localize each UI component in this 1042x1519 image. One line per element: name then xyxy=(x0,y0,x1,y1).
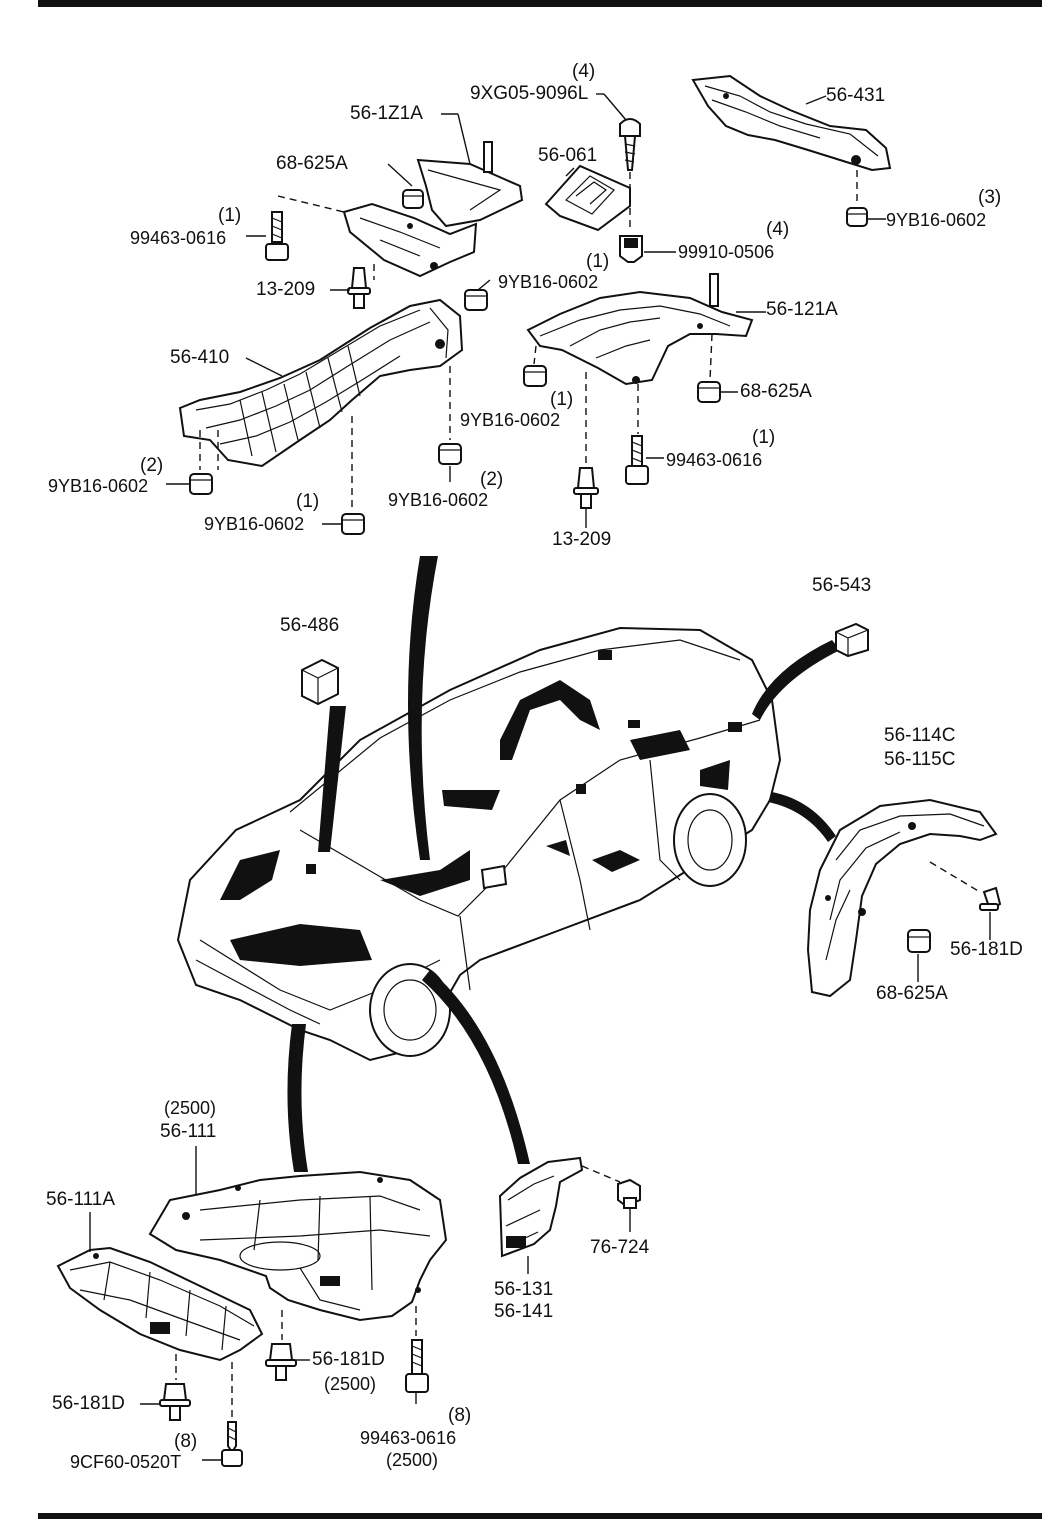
nut-68-625a-top xyxy=(402,189,424,209)
part-56-410-heat-shield xyxy=(178,298,464,468)
part-number-76-724: 76-724 xyxy=(590,1237,650,1258)
part-number-56-115c: 56-115C xyxy=(884,749,956,770)
part-number-9yb16-0602-left: 9YB16-0602 xyxy=(48,476,149,496)
clip-56-181d-center xyxy=(265,1343,297,1381)
part-56-431-heat-shield xyxy=(691,74,892,172)
part-number-68-625a-right: 68-625A xyxy=(740,381,812,402)
qty-8-screw: (8) xyxy=(174,1431,198,1452)
nut-9yb16-right-bracket xyxy=(523,365,547,387)
bolt-99463-right xyxy=(625,435,649,485)
qty-4-clip: (4) xyxy=(766,219,790,240)
part-56-543-block xyxy=(835,622,869,658)
part-number-13-209-top: 13-209 xyxy=(256,279,316,300)
clip-76-724 xyxy=(617,1178,641,1209)
screw-9cf60-0520t xyxy=(221,1421,243,1467)
clip-13-209-top xyxy=(347,267,371,309)
pointer-sweep-2 xyxy=(318,706,346,852)
part-number-68-625a-top: 68-625A xyxy=(276,153,348,174)
part-56-486-block xyxy=(301,658,339,706)
nut-9yb16-bottom xyxy=(341,513,365,535)
part-number-9yb16-0602-top-right: 9YB16-0602 xyxy=(886,210,987,230)
part-56-131-splash-shield xyxy=(498,1156,584,1258)
part-number-9yb16-0602-bottom: 9YB16-0602 xyxy=(204,514,305,534)
bolt-99463-top xyxy=(265,211,289,261)
part-number-9cf60-0520t: 9CF60-0520T xyxy=(70,1452,182,1472)
part-number-68-625a-liner: 68-625A xyxy=(876,983,948,1004)
part-number-99463-0616-bottom: 99463-0616 xyxy=(360,1428,457,1448)
nut-9yb16-left xyxy=(189,473,213,495)
pointer-sweep-6 xyxy=(422,970,530,1164)
part-number-56-1z1a: 56-1Z1A xyxy=(350,103,423,124)
qty-8-bolt: (8) xyxy=(448,1405,472,1426)
nut-68-625a-liner xyxy=(907,929,931,953)
part-number-9yb16-0602-right-bracket: 9YB16-0602 xyxy=(460,410,561,430)
clip-56-181d-left xyxy=(159,1383,191,1421)
pointer-sweep-1 xyxy=(408,556,438,860)
top-border-rule xyxy=(38,0,1042,7)
nut-9yb16-mid xyxy=(438,443,462,465)
screw-9xg05-9096l xyxy=(619,118,641,171)
part-number-99463-0616-right: 99463-0616 xyxy=(666,450,763,470)
part-number-9xg05-9096l: 9XG05-9096L xyxy=(470,83,589,104)
model-code-2500-clip: (2500) xyxy=(324,1374,377,1394)
part-56-1z1a-insulator xyxy=(342,141,524,278)
part-number-9yb16-0602-mid: 9YB16-0602 xyxy=(388,490,489,510)
qty-1-nut-bottom: (1) xyxy=(296,491,320,512)
pointer-sweep-5 xyxy=(287,1024,308,1172)
bolt-99463-bottom xyxy=(405,1339,429,1393)
qty-1-bolt-right: (1) xyxy=(752,427,776,448)
part-number-99910-0506: 99910-0506 xyxy=(678,242,775,262)
part-number-9yb16-0602-center: 9YB16-0602 xyxy=(498,272,599,292)
qty-3: (3) xyxy=(978,187,1002,208)
part-number-56-181d-center: 56-181D xyxy=(312,1349,385,1370)
vehicle-body xyxy=(176,626,782,1062)
part-number-56-431: 56-431 xyxy=(826,85,886,106)
part-number-56-061: 56-061 xyxy=(538,145,598,166)
bottom-border-rule xyxy=(38,1513,1042,1519)
part-number-13-209-bottom: 13-209 xyxy=(552,529,612,550)
clip-13-209-bottom xyxy=(573,467,599,509)
part-number-56-486: 56-486 xyxy=(280,615,340,636)
qty-1-nut-center: (1) xyxy=(586,251,610,272)
part-number-99463-0616-top: 99463-0616 xyxy=(130,228,227,248)
part-number-56-131: 56-131 xyxy=(494,1279,554,1300)
model-code-2500-bolt: (2500) xyxy=(386,1450,439,1470)
part-number-56-141: 56-141 xyxy=(494,1301,554,1322)
qty-2-nut-left: (2) xyxy=(140,455,164,476)
clip-56-181d-right xyxy=(979,886,1002,912)
part-number-56-181d-right: 56-181D xyxy=(950,939,1023,960)
qty-4-screw: (4) xyxy=(572,61,596,82)
qty-1-bolt-top: (1) xyxy=(218,205,242,226)
part-number-56-111: 56-111 xyxy=(160,1121,217,1142)
clip-99910-0506 xyxy=(619,235,643,263)
nut-9yb16-center xyxy=(464,289,488,311)
qty-2-nut-mid: (2) xyxy=(480,469,504,490)
part-number-56-410: 56-410 xyxy=(170,347,230,368)
part-56-111-undercover xyxy=(148,1170,448,1322)
pointer-sweep-3 xyxy=(752,640,840,720)
part-number-56-111a: 56-111A xyxy=(46,1189,116,1210)
nut-9yb16-top-right xyxy=(846,207,868,227)
nut-68-625a-right xyxy=(697,381,721,403)
part-number-56-181d-left: 56-181D xyxy=(52,1393,125,1414)
part-56-114c-fender-liner xyxy=(806,798,998,998)
part-56-111a-front-cover xyxy=(56,1246,264,1362)
part-number-56-543: 56-543 xyxy=(812,575,872,596)
qty-1-nut-right-bracket: (1) xyxy=(550,389,574,410)
part-56-121a-insulator xyxy=(526,273,754,386)
part-number-56-114c: 56-114C xyxy=(884,725,956,746)
part-56-061-pad xyxy=(544,164,631,232)
pointer-sweep-4 xyxy=(768,792,836,842)
model-code-2500-undercover: (2500) xyxy=(164,1098,217,1118)
part-number-56-121a: 56-121A xyxy=(766,299,838,320)
